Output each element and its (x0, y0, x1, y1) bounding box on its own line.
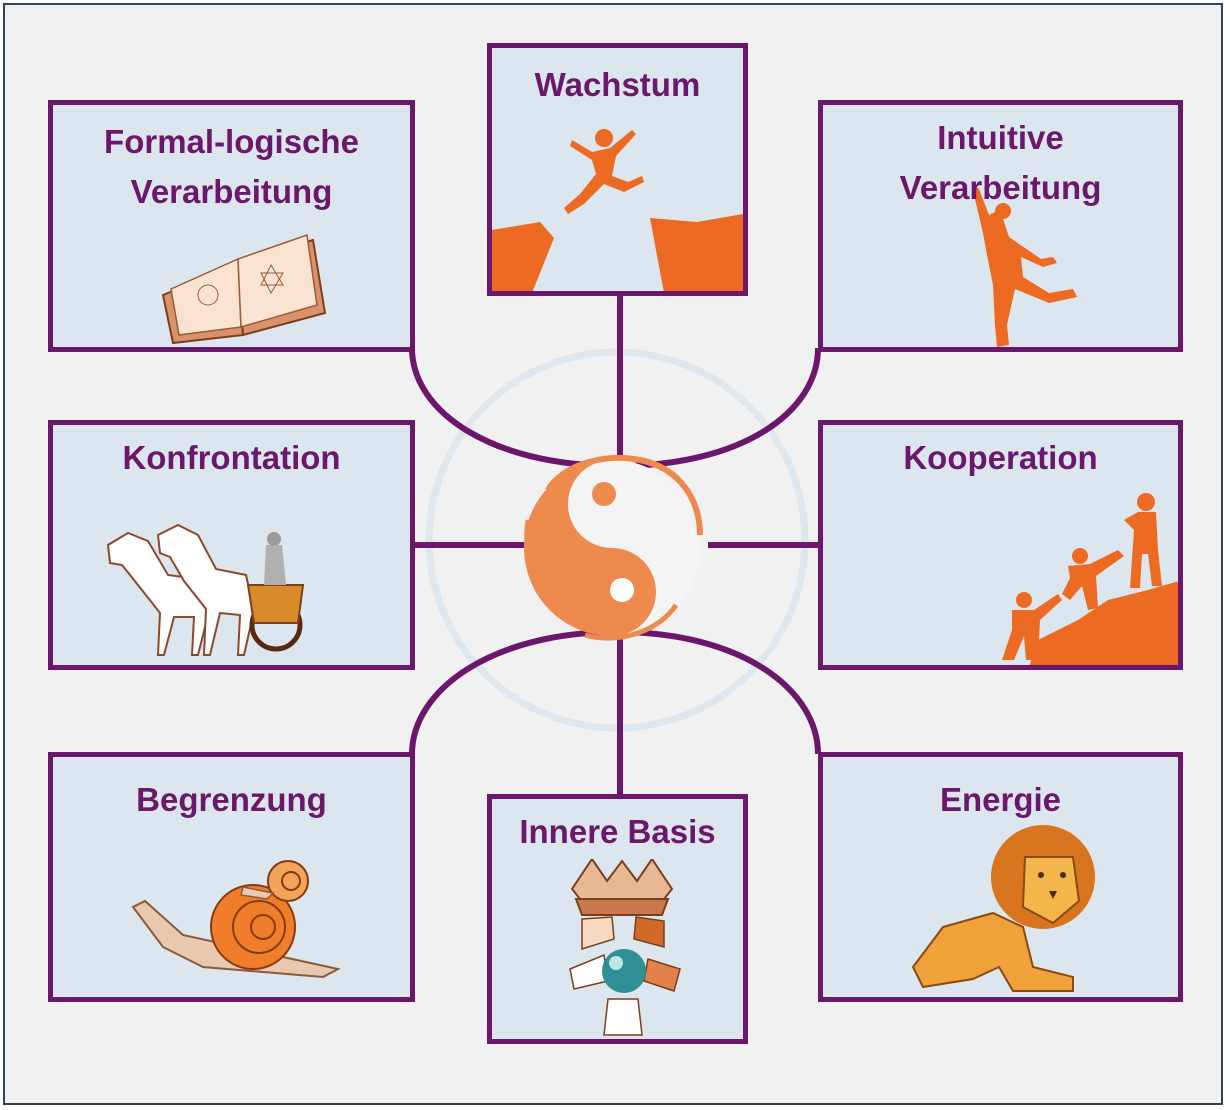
jumping-person-icon (492, 129, 743, 291)
box-energy: Energie (818, 752, 1183, 1002)
open-book-icon (161, 233, 327, 345)
climbers-icon (1002, 493, 1178, 665)
arc-bottom (409, 628, 821, 755)
crown-hands-icon (569, 859, 681, 1036)
arc-top (409, 347, 821, 470)
box-title-intuitive: Intuitive Verarbeitung (899, 119, 1102, 206)
dancing-woman-icon (973, 185, 1077, 347)
box-growth: Wachstum (487, 43, 748, 296)
box-intuitive: Intuitive Verarbeitung (818, 100, 1183, 352)
box-formal-logic: Formal-logische Verarbeitung (48, 100, 415, 352)
box-title-confrontation: Konfrontation (122, 439, 341, 476)
box-title-inner-basis: Innere Basis (519, 813, 716, 850)
yin-yang-icon (524, 454, 703, 641)
box-title-formal-logic: Formal-logische Verarbeitung (104, 123, 359, 210)
box-confrontation: Konfrontation (48, 420, 415, 670)
chariot-icon (106, 523, 305, 656)
box-title-energy: Energie (939, 781, 1062, 818)
box-limitation: Begrenzung (48, 752, 415, 1002)
snail-icon (131, 860, 341, 979)
box-title-growth: Wachstum (534, 66, 701, 103)
box-cooperation: Kooperation (818, 420, 1183, 670)
box-title-cooperation: Kooperation (903, 439, 1098, 476)
box-title-limitation: Begrenzung (136, 781, 327, 818)
lion-icon (911, 825, 1095, 992)
box-inner-basis: Innere Basis (487, 794, 748, 1044)
